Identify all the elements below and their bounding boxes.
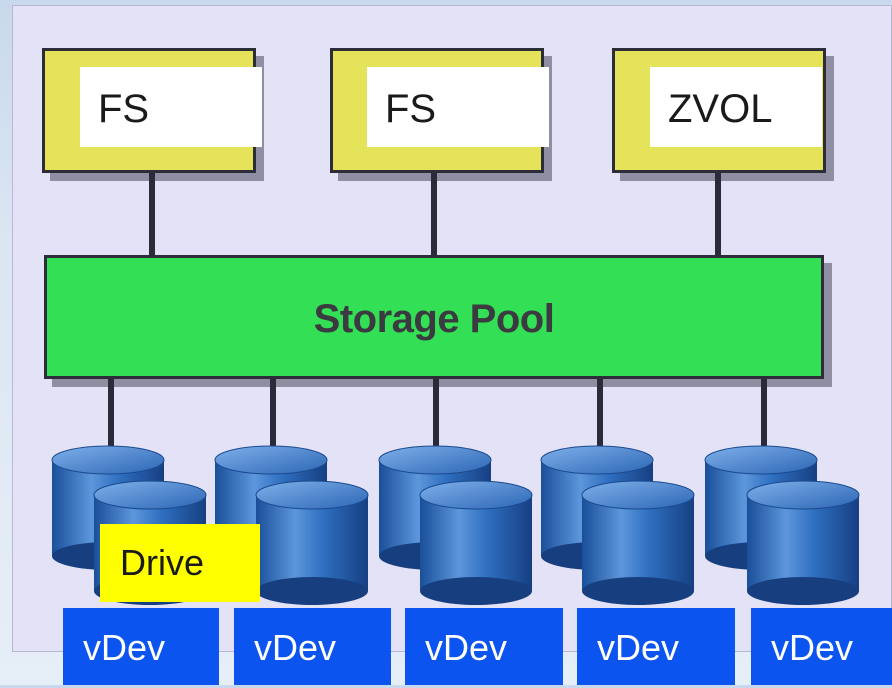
- storage-pool-label: Storage Pool: [313, 297, 555, 341]
- vdev-label-1: vDev: [63, 608, 219, 685]
- connector-line: [761, 379, 767, 449]
- connector-line: [149, 173, 155, 255]
- disk-stack-5: [704, 445, 860, 606]
- storage-pool-box: [44, 255, 824, 379]
- fs-label-1: FS: [80, 67, 262, 147]
- vdev-label-3: vDev: [405, 608, 563, 685]
- connector-line: [431, 173, 437, 255]
- zvol-label: ZVOL: [650, 67, 822, 147]
- disk-icon: [255, 480, 369, 606]
- disk-icon: [419, 480, 533, 606]
- connector-line: [108, 379, 114, 449]
- disk-icon: [746, 480, 860, 606]
- connector-line: [433, 379, 439, 449]
- connector-line: [715, 173, 721, 255]
- connector-line: [597, 379, 603, 449]
- disk-stack-3: [378, 445, 533, 606]
- vdev-label-4: vDev: [577, 608, 735, 685]
- disk-stack-4: [540, 445, 695, 606]
- disk-icon: [581, 480, 695, 606]
- fs-label-2: FS: [367, 67, 549, 147]
- connector-line: [270, 379, 276, 449]
- drive-label: Drive: [100, 524, 260, 602]
- vdev-label-5: vDev: [751, 608, 892, 685]
- vdev-label-2: vDev: [234, 608, 391, 685]
